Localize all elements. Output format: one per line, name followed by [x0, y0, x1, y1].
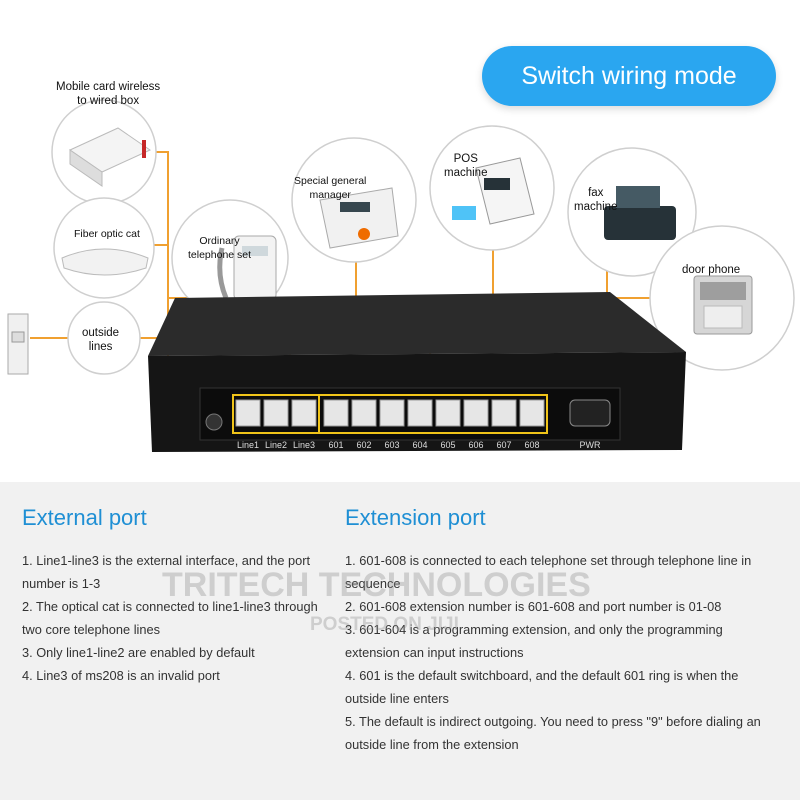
rj11-port-604: [407, 399, 433, 427]
extension-item-5: 5. The default is indirect outgoing. You…: [345, 714, 761, 752]
external-item-3: 3. Only line1-line2 are enabled by defau…: [22, 645, 255, 660]
port-label-604: 604: [412, 440, 427, 450]
port-label-603: 603: [384, 440, 399, 450]
manager-phone-icon: [319, 187, 399, 249]
wifi-box-icon: [68, 127, 152, 187]
mode-title-pill: Switch wiring mode: [482, 46, 776, 106]
diagram-graphics: Line1 Line2 Line3 601 602 603 604 605 606 607 608 P…: [7, 99, 795, 452]
port-label-606: 606: [468, 440, 483, 450]
external-item-4: 4. Line3 of ms208 is an invalid port: [22, 668, 220, 683]
label-fax: fax machine: [574, 187, 618, 213]
external-port-title: External port: [22, 505, 147, 530]
port-jacks: Line1 Line2 Line3 601 602 603 604 605 606 607 608 P…: [235, 399, 601, 450]
rj11-port-line3: [291, 399, 317, 427]
label-ordinary-phone: Ordinary telephone set: [188, 235, 252, 261]
port-label-line3: Line3: [293, 440, 315, 450]
label-pos: POS machine: [444, 153, 488, 179]
extension-item-2: 2. 601-608 extension number is 601-608 a…: [345, 599, 722, 614]
watermark-company: TRITECH TECHNOLOGIES: [162, 566, 591, 604]
external-item-2: 2. The optical cat is connected to line1…: [22, 599, 318, 637]
pos-terminal-icon: [452, 157, 535, 225]
watermark-posted: POSTED ON JIJI: [310, 614, 459, 635]
extension-item-4: 4. 601 is the default switchboard, and t…: [345, 668, 739, 706]
door-phone-icon: [693, 275, 753, 335]
port-label-602: 602: [356, 440, 371, 450]
port-label-607: 607: [496, 440, 511, 450]
external-port-section: External port 1. Line1-line3 is the exte…: [22, 505, 322, 687]
label-special-manager: Special general manager: [294, 175, 367, 201]
extension-item-3: 3. 601-604 is a programming extension, a…: [345, 622, 723, 660]
rj11-port-605: [435, 399, 461, 427]
external-item-1: 1. Line1-line3 is the external interface…: [22, 553, 311, 591]
rj11-port-608: [519, 399, 545, 427]
rj11-port-line2: [263, 399, 289, 427]
power-label: PWR: [580, 440, 601, 450]
extension-port-title: Extension port: [345, 505, 486, 530]
rj11-port-line1: [235, 399, 261, 427]
label-mobile-card: Mobile card wireless to wired box: [56, 81, 161, 107]
info-panel: [0, 482, 800, 800]
rj11-port-606: [463, 399, 489, 427]
extension-item-1: 1. 601-608 is connected to each telephon…: [345, 553, 752, 591]
label-fiber-cat: Fiber optic cat: [74, 228, 140, 240]
port-label-line1: Line1: [237, 440, 259, 450]
port-label-605: 605: [440, 440, 455, 450]
extension-port-section: Extension port 1. 601-608 is connected t…: [345, 505, 781, 756]
fax-icon: [604, 186, 676, 240]
desk-phone-icon: [217, 235, 277, 301]
rj11-port-607: [491, 399, 517, 427]
wall-jack-icon: [7, 313, 29, 375]
rj11-port-601: [323, 399, 349, 427]
port-label-line2: Line2: [265, 440, 287, 450]
rj11-port-603: [379, 399, 405, 427]
pbx-switch-box: [148, 292, 686, 452]
port-label-608: 608: [524, 440, 539, 450]
label-outside-lines: outside lines: [82, 327, 120, 353]
label-door-phone: door phone: [682, 264, 741, 276]
port-label-601: 601: [328, 440, 343, 450]
rj11-port-602: [351, 399, 377, 427]
router-icon: [61, 248, 149, 276]
